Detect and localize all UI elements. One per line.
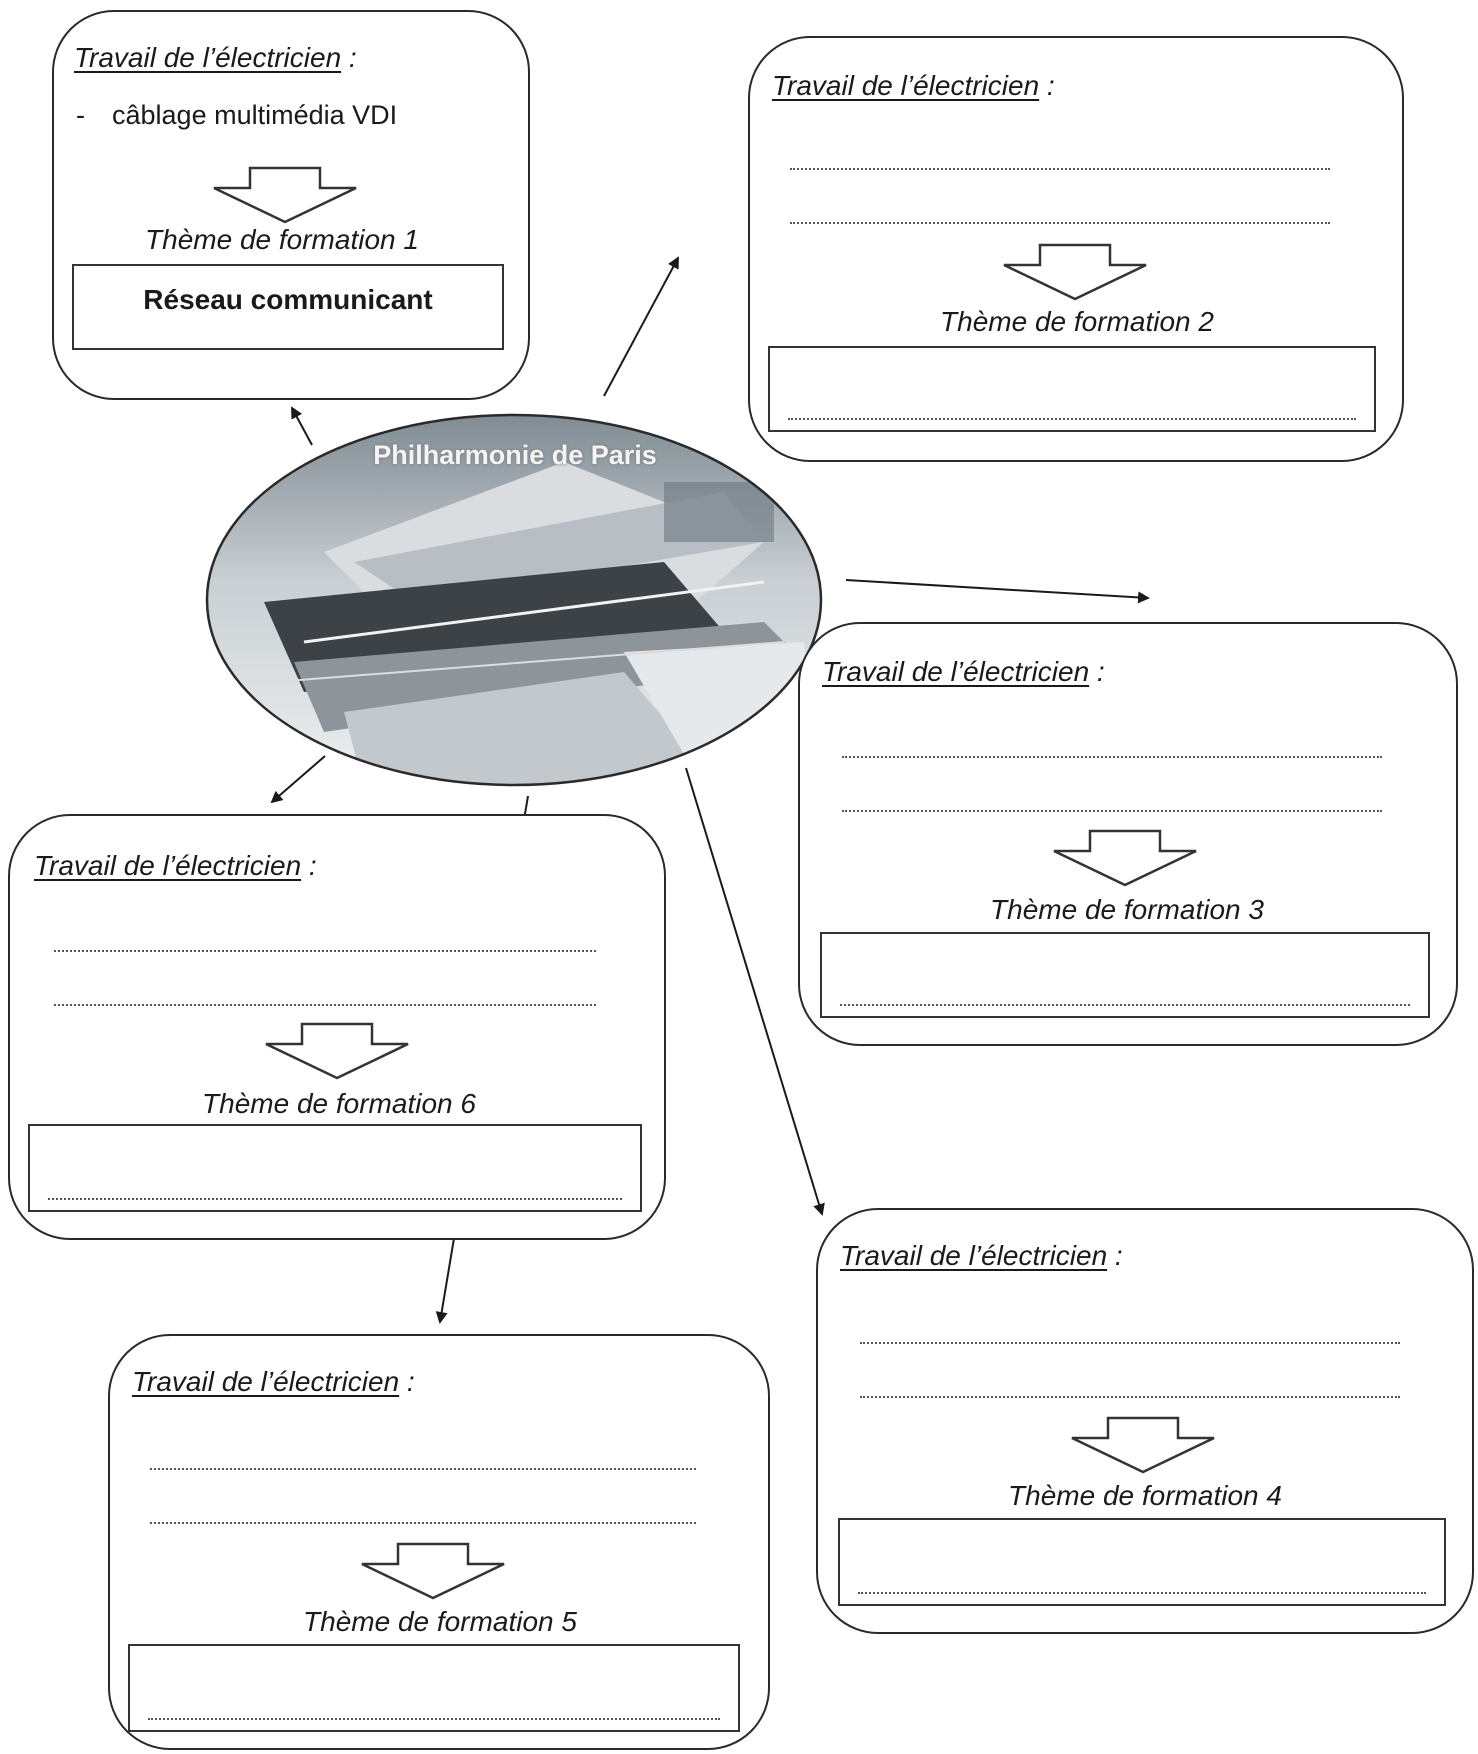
arrow-to-box-2 — [603, 256, 679, 397]
task-box-1-item: câblage multimédia VDI — [112, 100, 398, 130]
task-box-1-bullet: - — [76, 100, 85, 130]
theme-box-3 — [820, 932, 1430, 1018]
down-arrow-outline-icon — [265, 1022, 409, 1080]
theme-box-4 — [838, 1518, 1446, 1606]
down-arrow-outline-icon — [1003, 243, 1147, 301]
theme-label-1: Thème de formation 1 — [145, 224, 419, 255]
theme-label-4: Thème de formation 4 — [1008, 1480, 1282, 1511]
down-arrow-outline-icon — [1053, 829, 1197, 887]
task-box-5-heading: Travail de l’électricien : — [132, 1366, 415, 1397]
answer-line — [788, 418, 1356, 420]
task-box-6-heading: Travail de l’électricien : — [34, 850, 317, 881]
down-arrow-outline-icon — [361, 1542, 505, 1600]
answer-line — [790, 222, 1330, 224]
heading-text: Travail de l’électricien — [74, 42, 342, 73]
answer-line — [54, 950, 596, 952]
answer-line — [150, 1468, 696, 1470]
theme-box-6 — [28, 1124, 642, 1212]
answer-line — [842, 756, 1382, 758]
arrow-to-box-4 — [685, 767, 825, 1216]
arrow-to-box-1 — [291, 406, 313, 446]
center-title: Philharmonie de Paris — [373, 440, 657, 470]
theme-label-5: Thème de formation 5 — [303, 1606, 577, 1637]
task-box-2-heading: Travail de l’électricien : — [772, 70, 1055, 101]
answer-line — [858, 1592, 1426, 1594]
center-building-image — [205, 413, 823, 787]
answer-line — [840, 1004, 1410, 1006]
task-box-1-heading: Travail de l’électricien : — [74, 42, 357, 73]
task-box-3-heading: Travail de l’électricien : — [822, 656, 1105, 687]
theme-box-1: Réseau communicant — [72, 264, 504, 350]
down-arrow-outline-icon — [213, 166, 357, 224]
theme-answer-1: Réseau communicant — [143, 284, 433, 315]
theme-label-3: Thème de formation 3 — [990, 894, 1264, 925]
arrow-to-box-3 — [845, 579, 1150, 604]
answer-line — [54, 1004, 596, 1006]
answer-line — [860, 1342, 1400, 1344]
down-arrow-outline-icon — [1071, 1416, 1215, 1474]
task-box-4-heading: Travail de l’électricien : — [840, 1240, 1123, 1271]
arrow-to-box-6 — [270, 755, 326, 804]
answer-line — [860, 1396, 1400, 1398]
theme-label-2: Thème de formation 2 — [940, 306, 1214, 337]
answer-line — [790, 168, 1330, 170]
theme-label-6: Thème de formation 6 — [202, 1088, 476, 1119]
theme-box-5 — [128, 1644, 740, 1732]
theme-box-2 — [768, 346, 1376, 432]
answer-line — [148, 1718, 720, 1720]
answer-line — [48, 1198, 622, 1200]
answer-line — [842, 810, 1382, 812]
answer-line — [150, 1522, 696, 1524]
